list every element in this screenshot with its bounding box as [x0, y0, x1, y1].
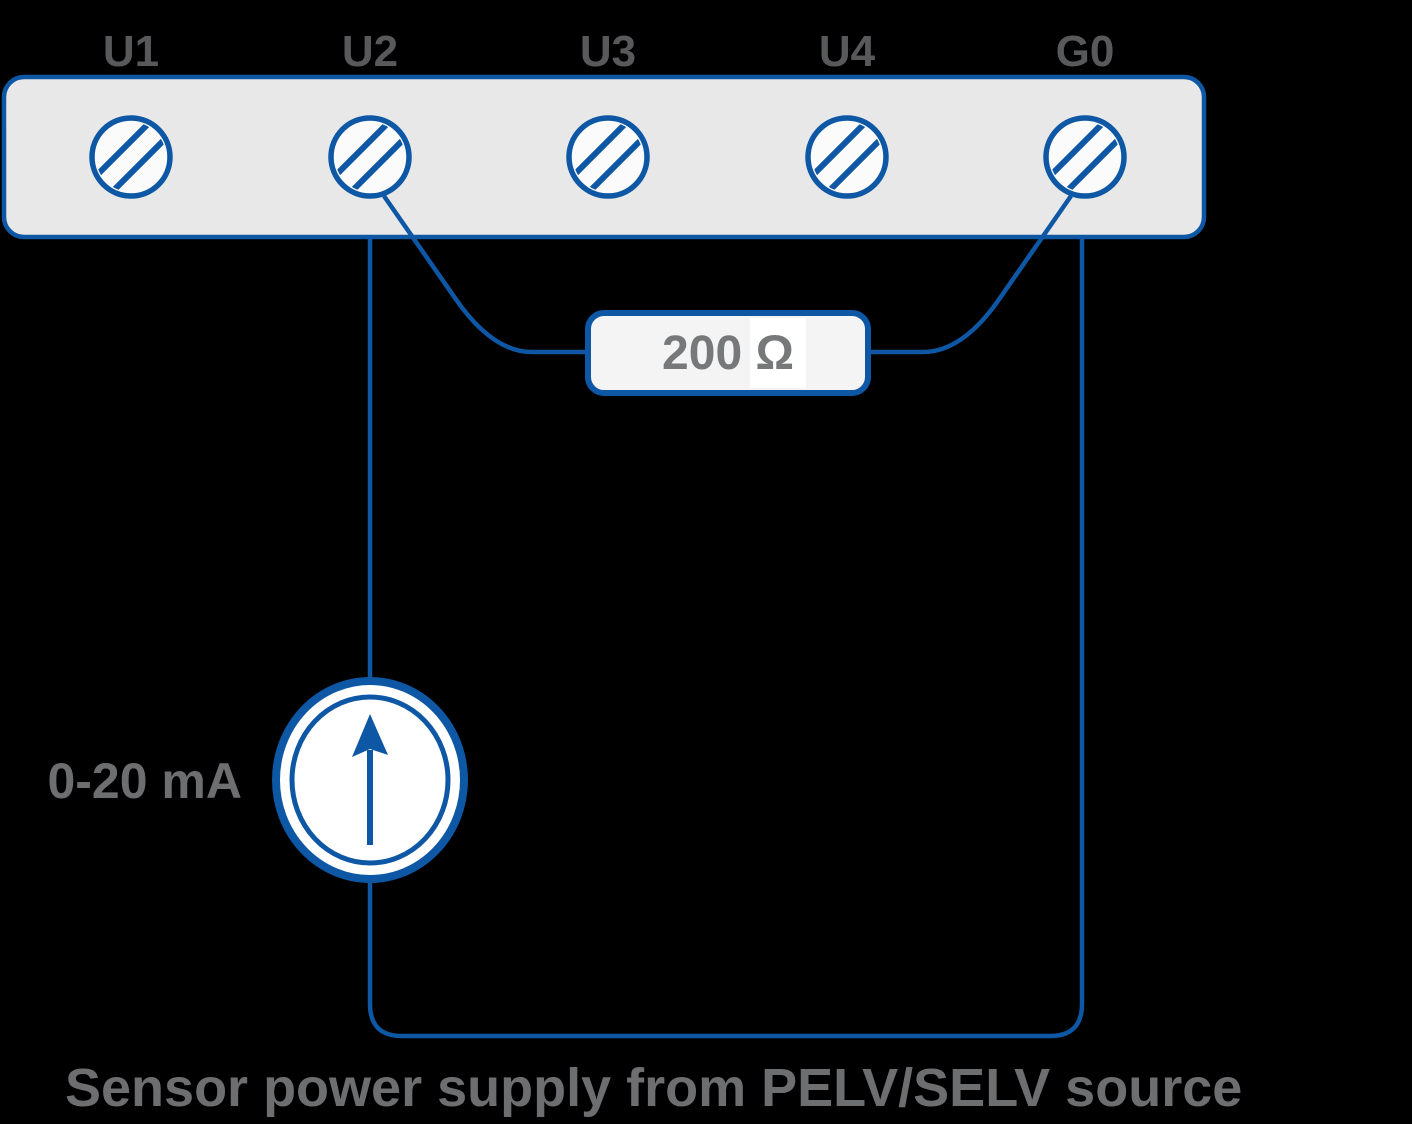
- current-range-label: 0-20 mA: [47, 753, 242, 809]
- terminal-label-u4: U4: [819, 27, 876, 76]
- terminal-label-u3: U3: [580, 27, 636, 76]
- wire-return-loop: [367, 239, 1085, 1039]
- wire-g0-to-resistor: [868, 194, 1073, 355]
- current-arrow-icon: [352, 714, 388, 845]
- current-source-symbol: [272, 677, 468, 883]
- terminal-label-u2: U2: [342, 27, 398, 76]
- caption: Sensor power supply from PELV/SELV sourc…: [65, 1058, 1242, 1118]
- resistor-value: 200 Ω: [662, 327, 794, 380]
- resistor-symbol: 200 Ω: [585, 310, 871, 396]
- wire-u2-to-resistor: [382, 194, 588, 355]
- terminal-label-u1: U1: [103, 27, 159, 76]
- omega-backplate: [750, 318, 806, 388]
- terminal-label-g0: G0: [1056, 27, 1115, 76]
- current-source-inner-circle: [289, 694, 451, 866]
